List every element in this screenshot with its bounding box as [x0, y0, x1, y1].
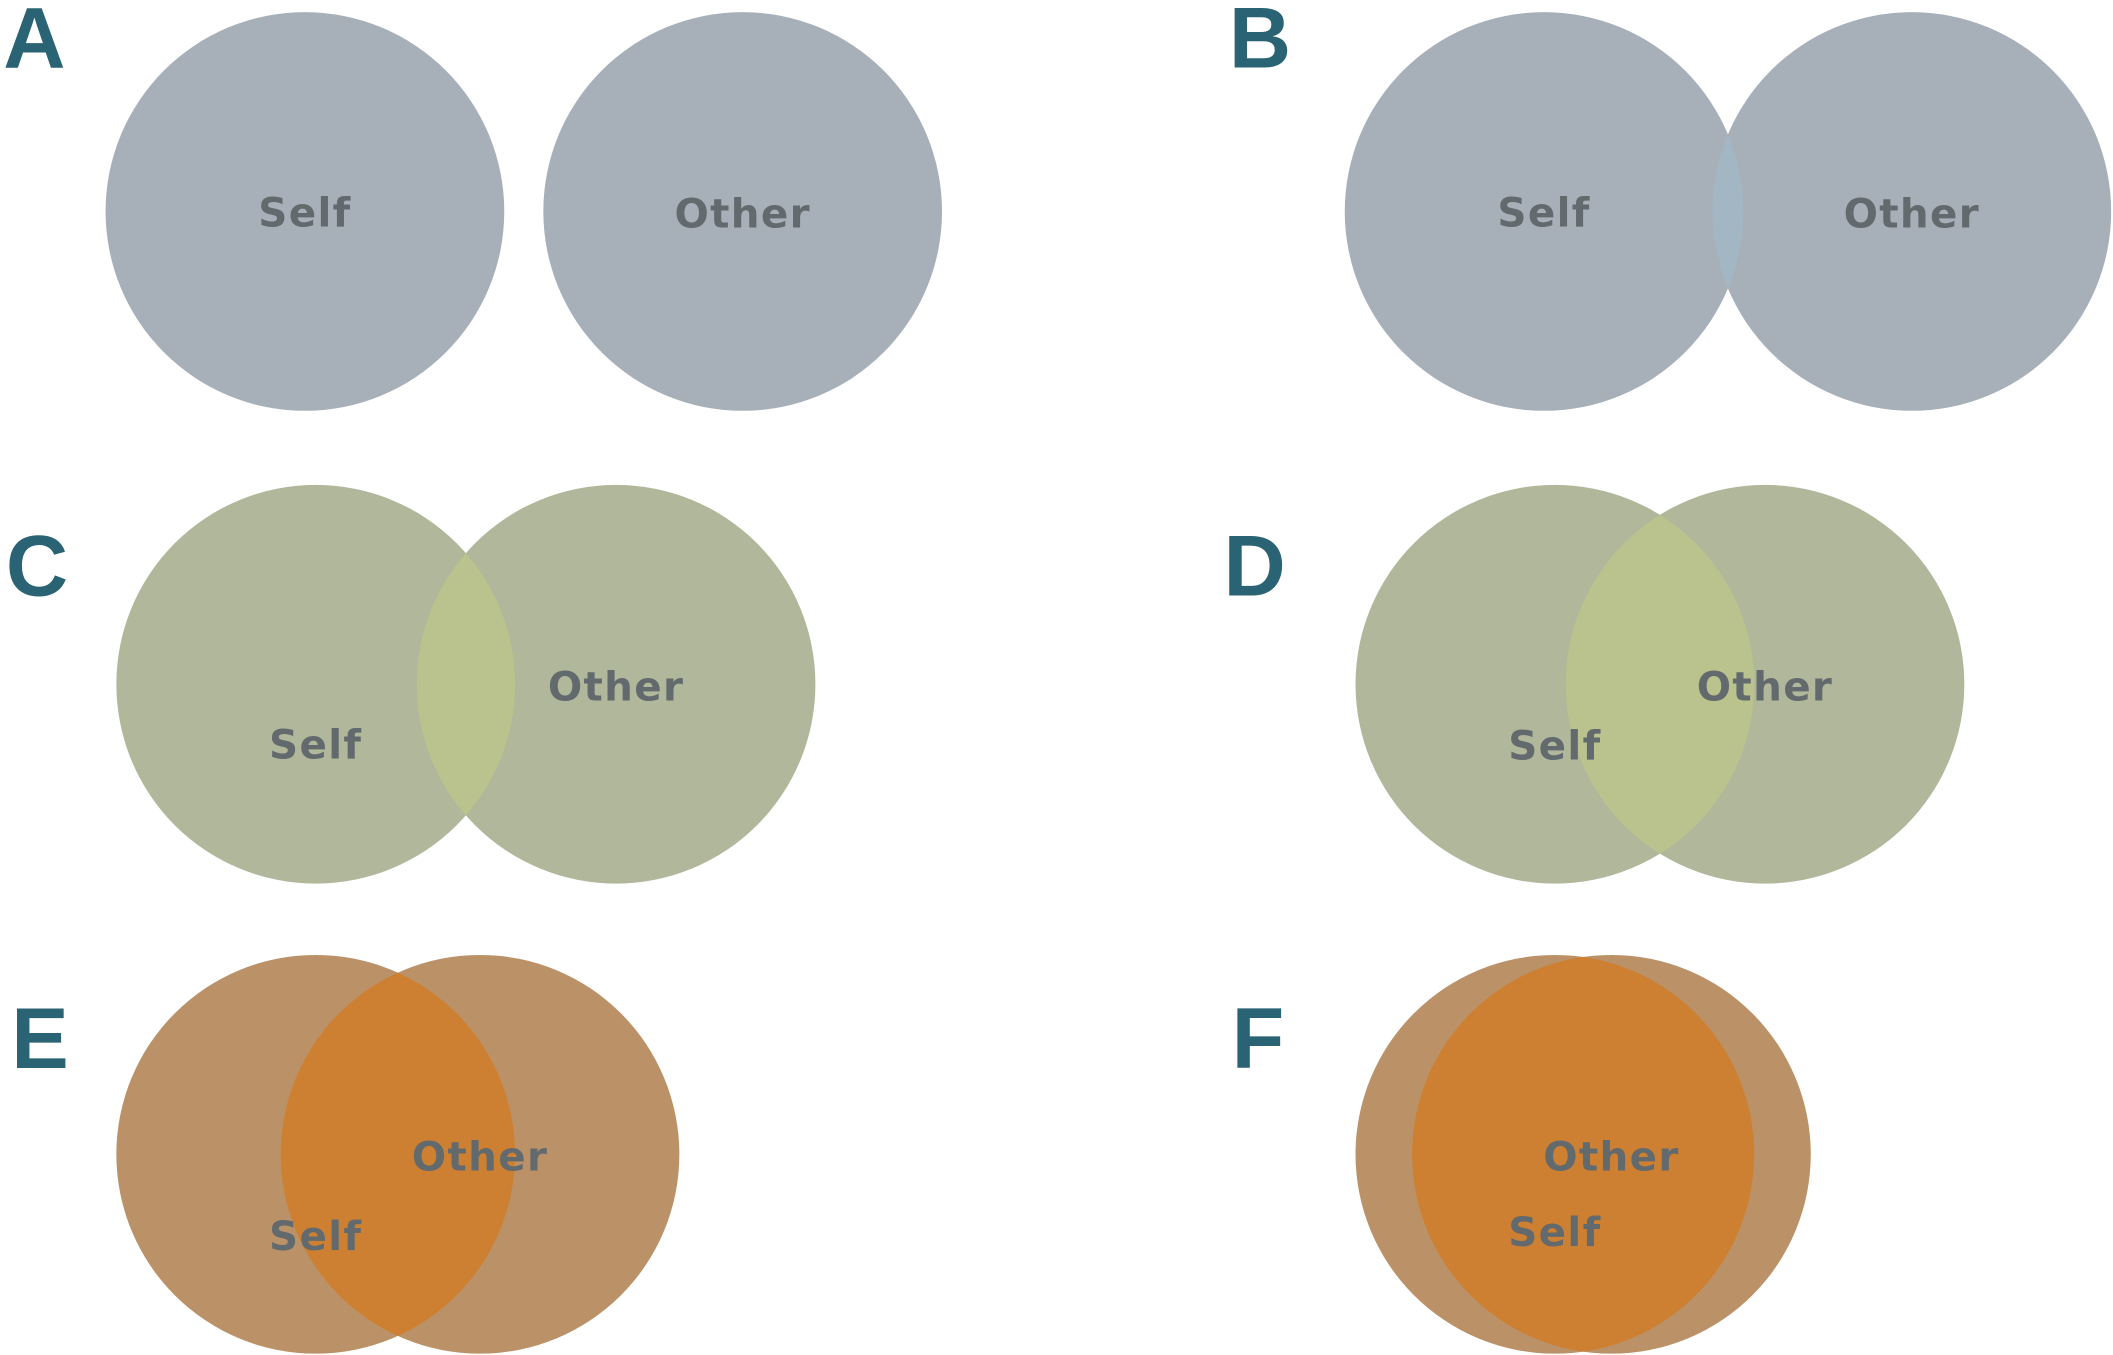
other-label: Other: [674, 190, 810, 238]
other-label: Other: [548, 662, 684, 710]
self-label: Self: [258, 188, 351, 236]
other-circle: [543, 12, 943, 411]
panel-label: C: [6, 518, 68, 614]
self-label: Self: [269, 720, 362, 768]
panel-label: E: [11, 991, 69, 1087]
panel-label: B: [1229, 0, 1291, 86]
overlap-region: [1565, 484, 1755, 884]
self-label: Self: [1497, 188, 1590, 236]
self-label: Self: [1508, 1208, 1601, 1256]
panel-a: A Self Other: [3, 0, 943, 411]
self-label: Self: [269, 1212, 362, 1260]
panel-f: F Self Other: [1232, 954, 1811, 1354]
overlap-region: [1412, 954, 1755, 1354]
self-label: Self: [1508, 722, 1601, 770]
overlap-region: [280, 954, 516, 1354]
other-label: Other: [1697, 662, 1833, 710]
panel-label: A: [3, 0, 65, 86]
other-label: Other: [412, 1132, 548, 1180]
other-circle: [1712, 12, 2112, 411]
panel-b: B Self Other: [1229, 0, 2112, 411]
panel-c: C Self Other: [6, 484, 816, 884]
self-circle: [116, 484, 516, 884]
other-circle: [416, 484, 816, 884]
panel-label: F: [1232, 991, 1285, 1087]
other-label: Other: [1543, 1132, 1679, 1180]
other-label: Other: [1844, 190, 1980, 238]
self-circle: [105, 12, 505, 411]
panel-d: D Self Other: [1224, 484, 1965, 884]
panel-e: E Self Other: [11, 954, 680, 1354]
self-circle: [1344, 12, 1744, 411]
panel-label: D: [1224, 518, 1286, 614]
